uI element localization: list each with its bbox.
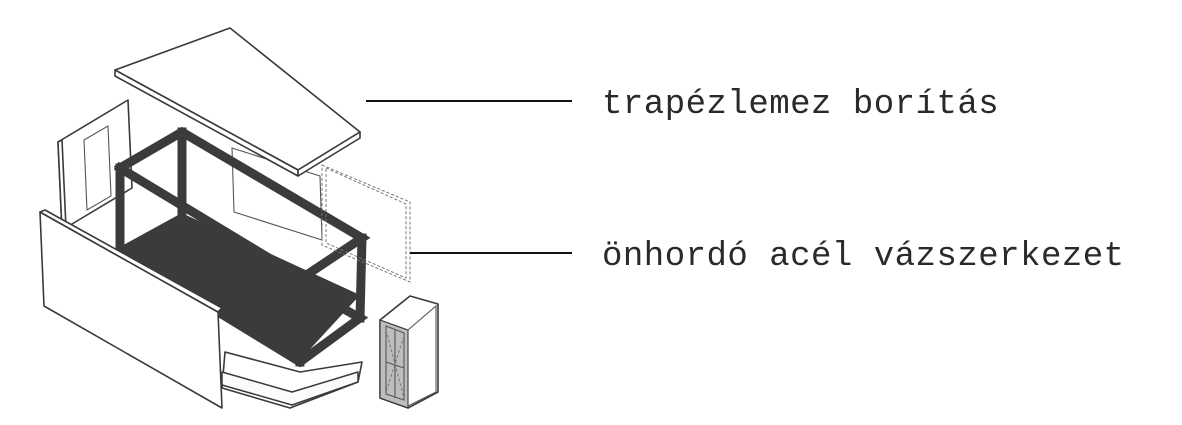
- floor-plate: [221, 351, 363, 409]
- window-unit: [379, 295, 439, 409]
- label-roof-cover: trapézlemez borítás: [602, 86, 999, 124]
- front-wall-panel: [39, 209, 223, 409]
- back-wall-panel: [57, 99, 133, 231]
- window-opening-dashed: [321, 164, 411, 283]
- steel-frame: [113, 126, 371, 368]
- label-steel-frame: önhordó acél vázszerkezet: [602, 238, 1125, 276]
- roof-cover-panel: [114, 27, 361, 177]
